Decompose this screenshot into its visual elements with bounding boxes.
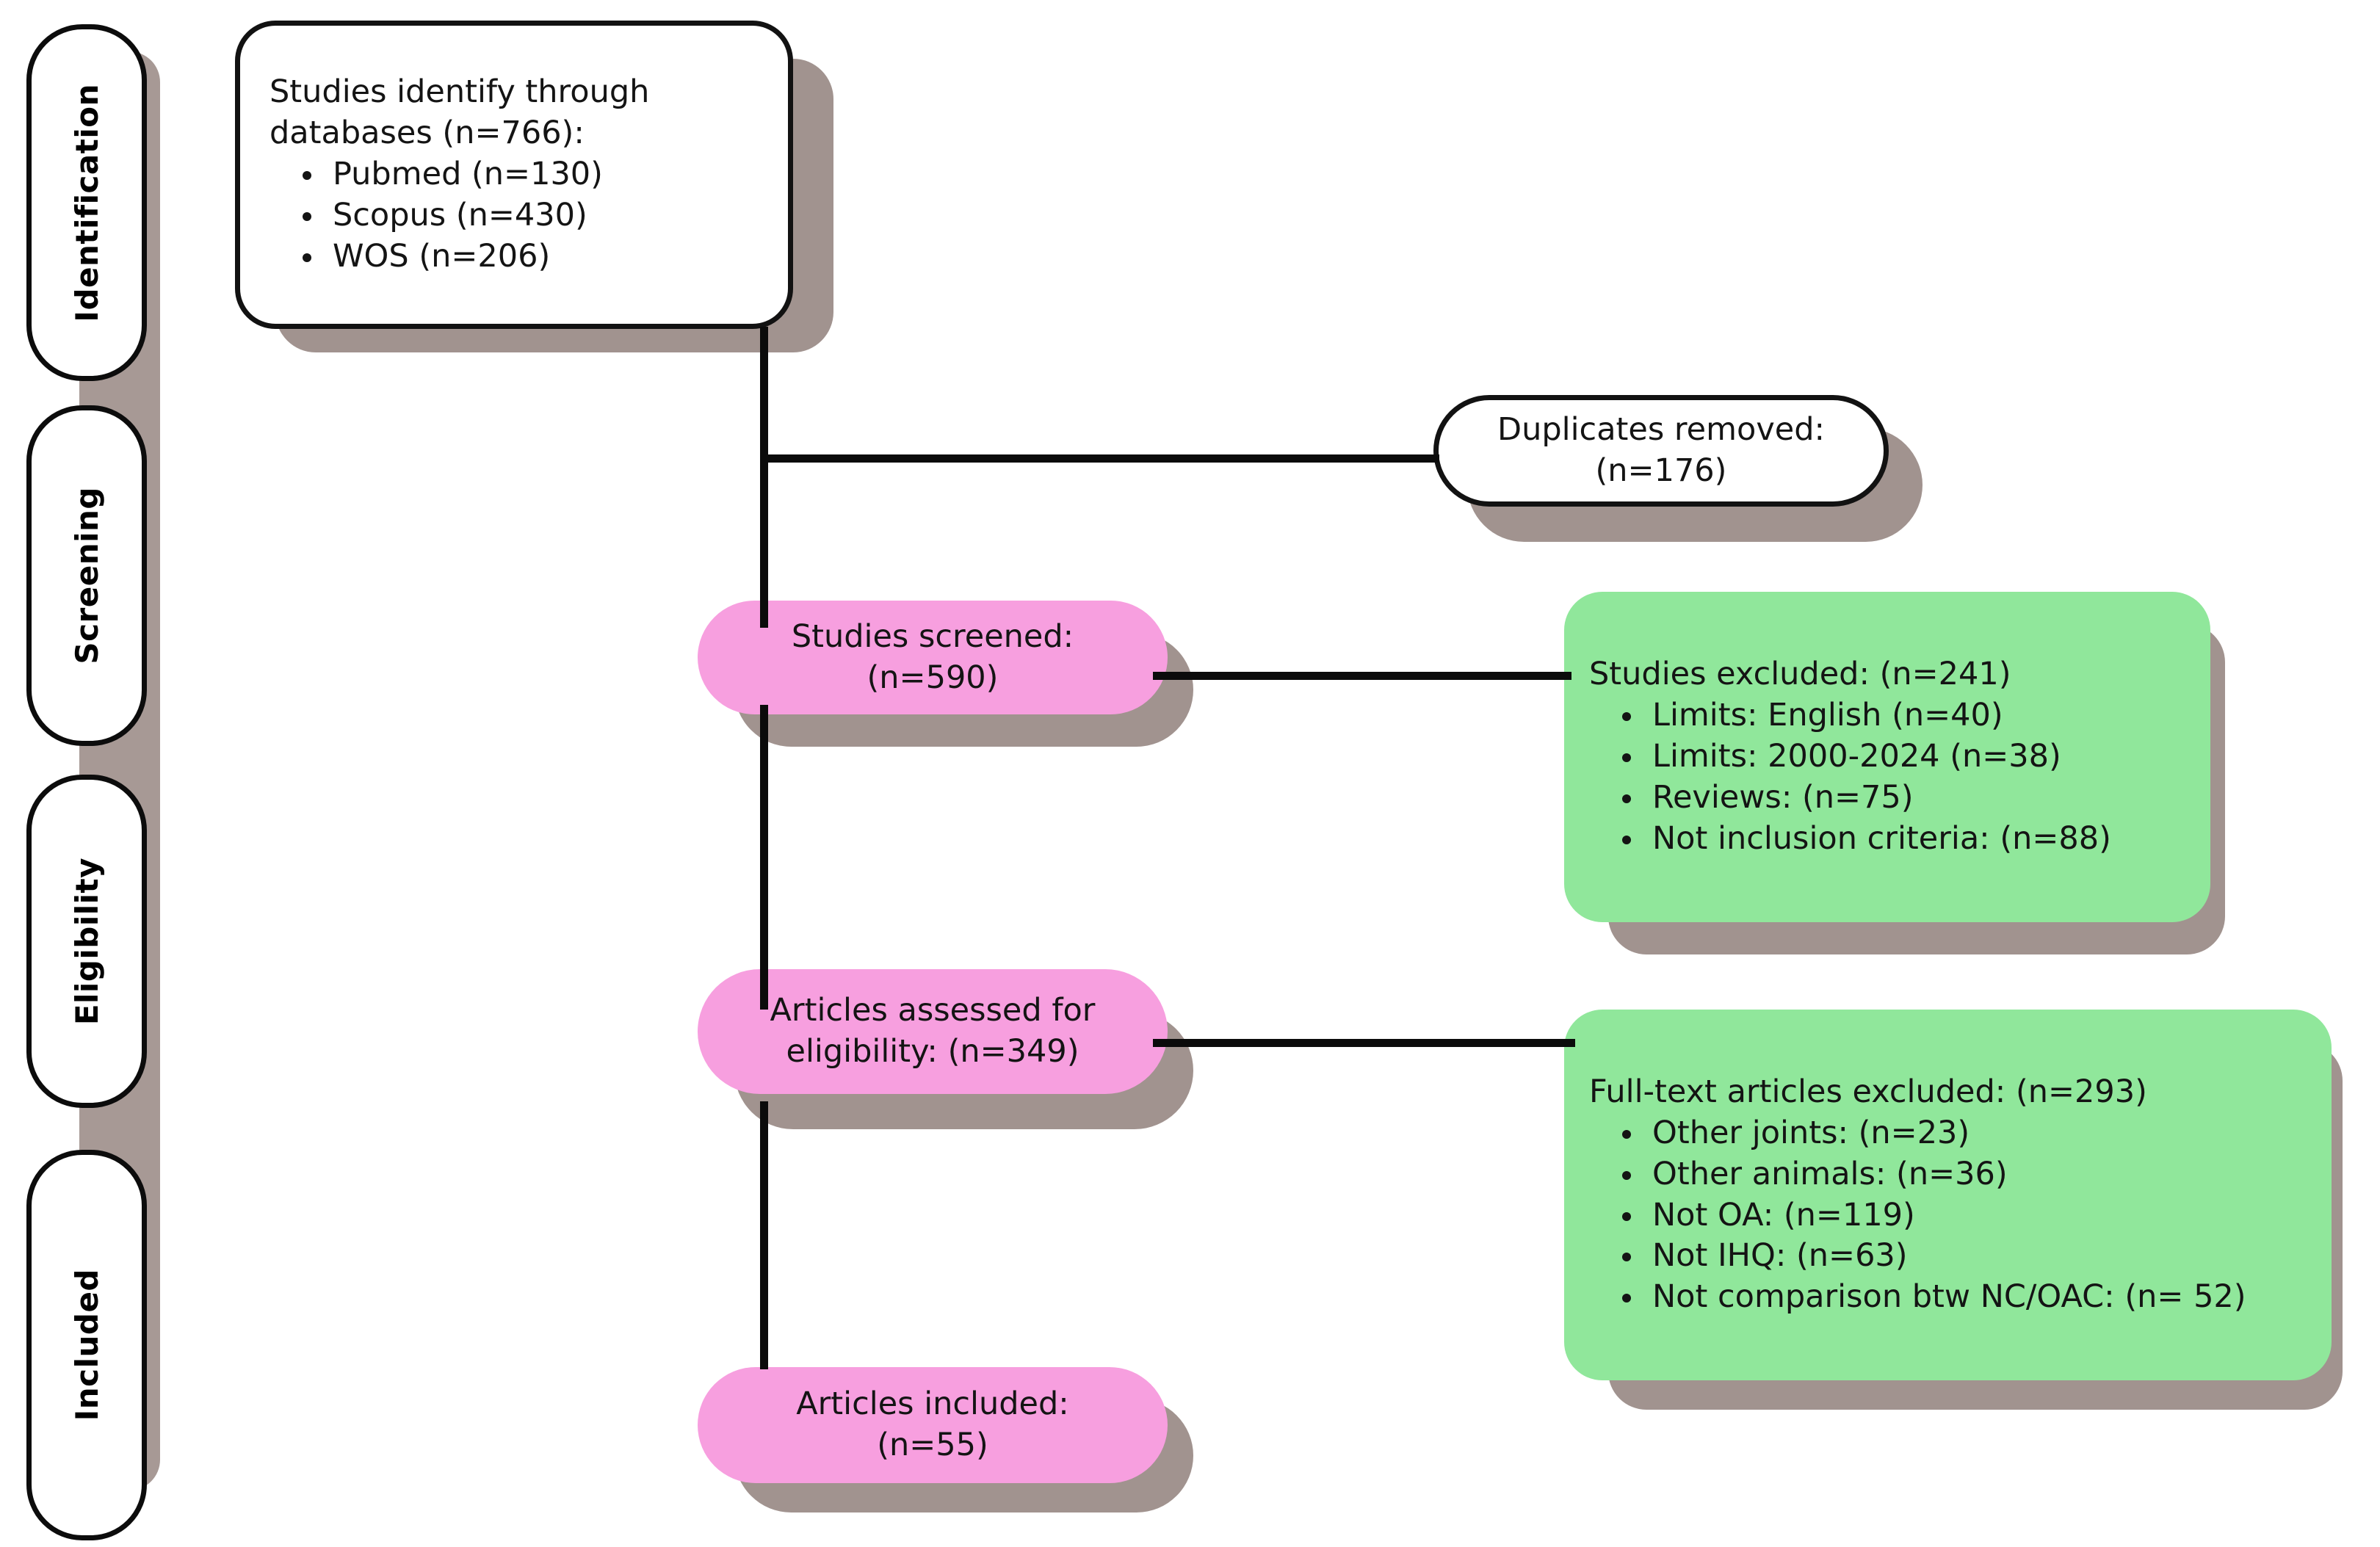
- included-box: Articles included: (n=55): [698, 1367, 1168, 1483]
- identified-heading-line2: databases (n=766):: [270, 115, 585, 152]
- list-item: Scopus (n=430): [325, 195, 759, 236]
- fulltext-excluded-heading: Full-text articles excluded: (n=293): [1589, 1073, 2147, 1110]
- connector-spine-bottom: [760, 1101, 768, 1369]
- list-item: Limits: English (n=40): [1645, 695, 2185, 736]
- connector-to-duplicates: [760, 454, 1439, 463]
- identified-box: Studies identify through databases (n=76…: [235, 21, 793, 329]
- list-item: Not inclusion criteria: (n=88): [1645, 819, 2185, 860]
- studies-excluded-list: Limits: English (n=40) Limits: 2000-2024…: [1589, 695, 2185, 860]
- list-item: Limits: 2000-2024 (n=38): [1645, 736, 2185, 778]
- list-item: Reviews: (n=75): [1645, 778, 2185, 819]
- connector-to-fulltext-excluded: [1153, 1039, 1575, 1047]
- included-line1: Articles included:: [796, 1385, 1069, 1423]
- assessed-line1: Articles assessed for: [770, 992, 1096, 1029]
- screened-line1: Studies screened:: [791, 617, 1074, 655]
- duplicates-line2: (n=176): [1595, 452, 1727, 489]
- connector-spine-top: [760, 327, 768, 628]
- phase-eligibility-label: Eligibility: [68, 857, 105, 1026]
- identified-heading-line1: Studies identify through: [270, 73, 650, 111]
- phase-included-label: Included: [68, 1269, 105, 1421]
- phase-included: Included: [26, 1150, 147, 1540]
- list-item: Not IHQ: (n=63): [1645, 1236, 2307, 1277]
- screened-line2: (n=590): [867, 659, 999, 696]
- list-item: Other animals: (n=36): [1645, 1154, 2307, 1195]
- list-item: Not comparison btw NC/OAC: (n= 52): [1645, 1277, 2307, 1318]
- list-item: Pubmed (n=130): [325, 154, 759, 195]
- assessed-box: Articles assessed for eligibility: (n=34…: [698, 969, 1168, 1094]
- studies-excluded-box: Studies excluded: (n=241) Limits: Englis…: [1564, 592, 2210, 922]
- phase-identification-label: Identification: [68, 83, 105, 322]
- duplicates-line1: Duplicates removed:: [1497, 411, 1825, 449]
- identified-source-list: Pubmed (n=130) Scopus (n=430) WOS (n=206…: [270, 154, 759, 278]
- phase-screening-label: Screening: [68, 487, 105, 664]
- assessed-line2: eligibility: (n=349): [786, 1033, 1079, 1070]
- fulltext-excluded-box: Full-text articles excluded: (n=293) Oth…: [1564, 1010, 2332, 1380]
- fulltext-excluded-list: Other joints: (n=23) Other animals: (n=3…: [1589, 1113, 2307, 1318]
- phase-eligibility: Eligibility: [26, 775, 147, 1108]
- connector-to-studies-excluded: [1153, 672, 1571, 680]
- phase-screening: Screening: [26, 405, 147, 746]
- studies-excluded-heading: Studies excluded: (n=241): [1589, 656, 2011, 693]
- list-item: Not OA: (n=119): [1645, 1195, 2307, 1236]
- list-item: WOS (n=206): [325, 236, 759, 278]
- screened-box: Studies screened: (n=590): [698, 601, 1168, 714]
- list-item: Other joints: (n=23): [1645, 1113, 2307, 1154]
- included-line2: (n=55): [877, 1427, 988, 1463]
- duplicates-box: Duplicates removed: (n=176): [1433, 395, 1889, 507]
- phase-identification: Identification: [26, 24, 147, 381]
- connector-spine-mid: [760, 705, 768, 1010]
